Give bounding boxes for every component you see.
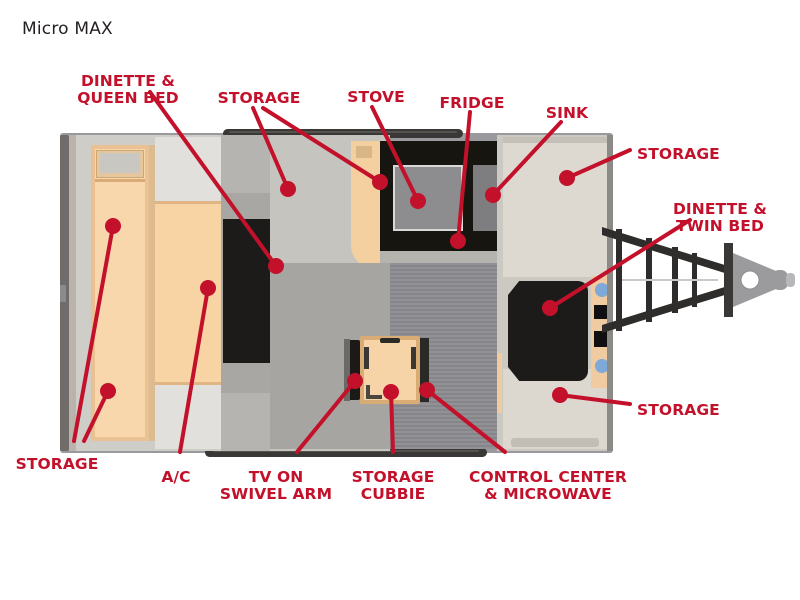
callout-label-sink: SINK <box>545 104 589 122</box>
callout-label-dinette-twin-bed: DINETTE & TWIN BED <box>672 200 768 235</box>
callout-label-control-center-microwave: CONTROL CENTER & MICROWAVE <box>469 468 627 503</box>
cubbie-shelf-left <box>364 347 369 369</box>
callout-label-storage-top-left: STORAGE <box>217 89 301 107</box>
counter-corner-marking <box>356 146 372 158</box>
wardrobe-edge <box>149 145 155 441</box>
callout-label-tv-swivel-arm: TV ON SWIVEL ARM <box>219 468 333 503</box>
cubbie-shelf-right <box>411 347 416 369</box>
callout-label-stove: STOVE <box>347 88 405 106</box>
cubbie-corner-bracket <box>366 385 382 399</box>
left-storage-wardrobe-interior <box>95 149 145 437</box>
callout-label-ac: A/C <box>161 468 191 486</box>
storage-cubbie-handle <box>380 338 400 343</box>
entry-door-handle <box>60 285 66 302</box>
microwave-vent-lower <box>594 331 611 347</box>
left-interior-wall <box>69 135 76 451</box>
twin-dinette-table <box>508 281 588 381</box>
right-bottom-storage <box>503 369 607 449</box>
callout-label-fridge: FRIDGE <box>439 94 505 112</box>
rv-floorplan-body <box>60 129 613 457</box>
trailer-tongue <box>602 227 795 333</box>
right-top-storage-edge <box>503 137 607 143</box>
callout-label-storage-top-right: STORAGE <box>637 145 720 163</box>
right-top-storage <box>503 137 607 277</box>
control-center-panel <box>420 338 429 402</box>
callout-label-storage-cubbie: STORAGE CUBBIE <box>351 468 435 503</box>
right-wall-trim <box>497 353 502 413</box>
callout-label-storage-bottom-right: STORAGE <box>637 401 720 419</box>
tv-swivel-arm-mount <box>344 339 350 401</box>
right-bottom-storage-trim <box>511 438 599 447</box>
page-title: Micro MAX <box>22 19 113 39</box>
control-knob-lower <box>595 359 609 373</box>
stove-burner-top <box>393 165 463 231</box>
callout-label-dinette-queen-bed: DINETTE & QUEEN BED <box>77 72 179 107</box>
bed-latch <box>203 281 208 295</box>
wardrobe-upper-shelf-inset <box>100 153 140 173</box>
wardrobe-divider <box>95 179 145 182</box>
callout-label-storage-bottom-left: STORAGE <box>15 455 99 473</box>
